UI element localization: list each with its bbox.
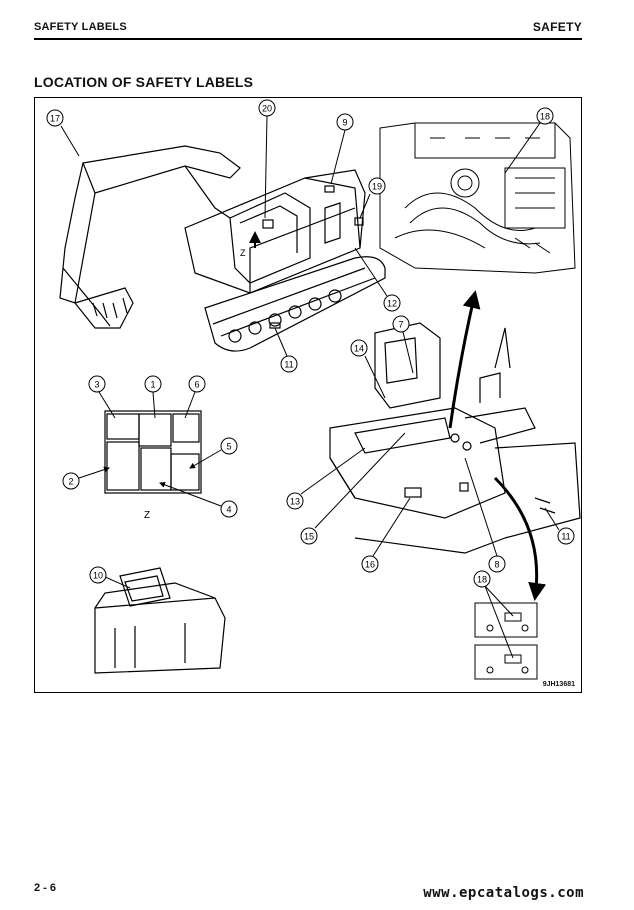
- callout-14: 14: [350, 339, 386, 399]
- view-z-caption: Z: [144, 510, 150, 521]
- battery-cover-illustration: [474, 602, 538, 680]
- svg-text:13: 13: [290, 497, 300, 507]
- callout-11a: 11: [274, 327, 298, 373]
- header-divider: [34, 38, 582, 40]
- safety-label-figure: Z Z: [34, 97, 582, 693]
- callout-5: 5: [189, 437, 238, 469]
- svg-text:7: 7: [398, 320, 403, 330]
- figure-code: 9JH13681: [542, 681, 575, 688]
- svg-text:6: 6: [194, 380, 199, 390]
- callout-18a: 18: [504, 107, 554, 174]
- callout-9: 9: [330, 113, 354, 185]
- svg-text:11: 11: [284, 360, 293, 370]
- callout-20: 20: [258, 99, 276, 219]
- page-title: LOCATION OF SAFETY LABELS: [34, 74, 254, 90]
- cab-roof-illustration: [94, 567, 226, 674]
- callout-19: 19: [359, 177, 386, 219]
- svg-text:5: 5: [226, 442, 231, 452]
- svg-text:10: 10: [93, 571, 103, 581]
- header-section-label: SAFETY LABELS: [34, 21, 127, 33]
- svg-text:15: 15: [304, 532, 314, 542]
- callout-2: 2: [62, 466, 110, 490]
- callout-11b: 11: [544, 507, 575, 545]
- svg-text:18: 18: [477, 575, 487, 585]
- svg-text:2: 2: [68, 477, 73, 487]
- svg-text:9: 9: [342, 118, 347, 128]
- svg-text:3: 3: [94, 380, 99, 390]
- figure-drawing: Z Z: [46, 99, 581, 680]
- callout-16: 16: [361, 497, 411, 573]
- excavator-rear-illustration: [329, 322, 581, 554]
- cab-view-z-diagram: [104, 410, 202, 494]
- callout-1: 1: [144, 375, 162, 419]
- svg-text:20: 20: [262, 104, 272, 114]
- svg-text:17: 17: [50, 114, 60, 124]
- svg-text:11: 11: [561, 532, 570, 542]
- svg-text:8: 8: [494, 560, 499, 570]
- callout-17: 17: [46, 109, 80, 157]
- callout-7: 7: [392, 315, 414, 374]
- callout-8: 8: [464, 457, 506, 573]
- pointer-arrow-hydraulic: [448, 290, 481, 429]
- header-chapter-label: SAFETY: [532, 20, 582, 34]
- svg-text:18: 18: [540, 112, 550, 122]
- watermark-url: www.epcatalogs.com: [423, 885, 584, 901]
- callout-18b: 18: [473, 570, 514, 659]
- callout-6: 6: [184, 375, 206, 419]
- excavator-side-illustration: Z: [59, 145, 386, 352]
- svg-text:4: 4: [226, 505, 231, 515]
- callout-10: 10: [89, 566, 131, 589]
- svg-text:19: 19: [372, 182, 382, 192]
- callout-13: 13: [286, 447, 366, 510]
- callout-4: 4: [159, 481, 238, 518]
- callout-3: 3: [88, 375, 116, 419]
- callout-12: 12: [354, 247, 401, 312]
- svg-text:1: 1: [150, 380, 155, 390]
- callout-15: 15: [300, 432, 406, 545]
- svg-text:12: 12: [387, 299, 397, 309]
- view-z-marker: Z: [240, 248, 246, 258]
- page-number: 2 - 6: [34, 882, 57, 894]
- svg-text:14: 14: [354, 344, 364, 354]
- pointer-arrow-battery: [493, 476, 547, 601]
- hydraulic-detail-illustration: [379, 122, 576, 274]
- svg-text:16: 16: [365, 560, 375, 570]
